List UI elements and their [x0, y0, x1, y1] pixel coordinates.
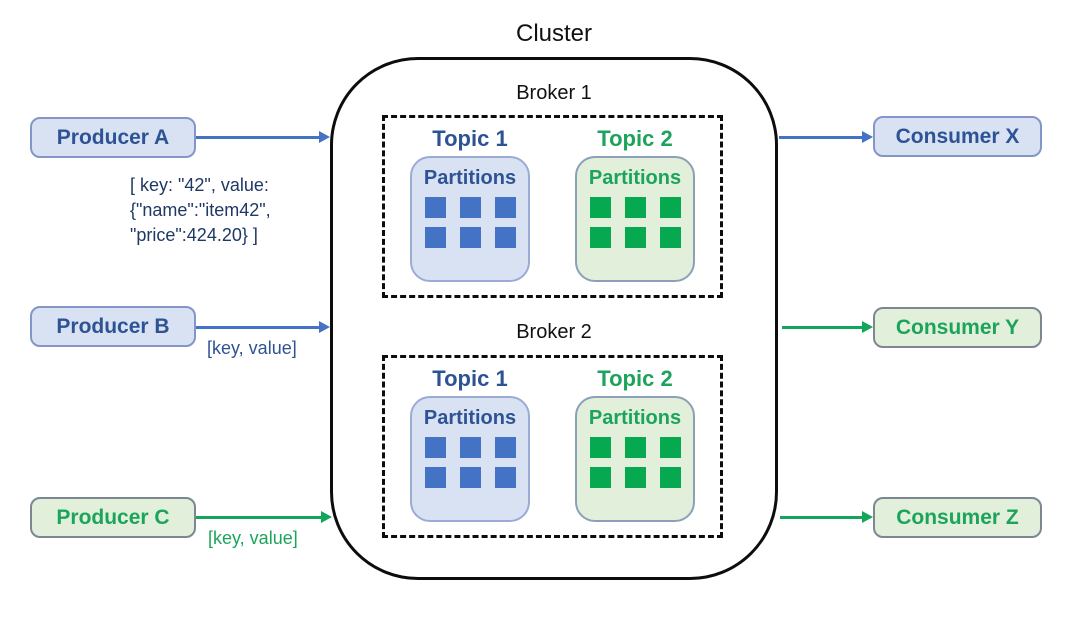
arrow-cluster-to-consumer-x [779, 131, 873, 143]
producer-b-node: Producer B [30, 306, 196, 347]
partition-square [494, 227, 516, 248]
producer-a-message-line-3: "price":424.20} ] [130, 225, 258, 245]
producer-c-node: Producer C [30, 497, 196, 538]
partition-grid [424, 437, 516, 488]
broker-1-topic-2: Topic 2 Partitions [575, 124, 695, 295]
partition-square [659, 197, 681, 218]
broker-2-topic-1: Topic 1 Partitions [410, 364, 530, 535]
consumer-z-node: Consumer Z [873, 497, 1042, 538]
partition-square [624, 467, 646, 488]
partition-square [494, 197, 516, 218]
partition-square [659, 227, 681, 248]
partition-square [589, 227, 611, 248]
partition-square [459, 197, 481, 218]
producer-b-message: [key, value] [207, 338, 297, 358]
partition-square [424, 227, 446, 248]
topic-2-label: Topic 2 [597, 366, 673, 391]
broker-2-topic-2: Topic 2 Partitions [575, 364, 695, 535]
topic-2-box: Partitions [575, 396, 695, 522]
partition-square [624, 227, 646, 248]
broker-2-box: Topic 1 Partitions Topic 2 Partitions [382, 355, 723, 538]
broker-1-box: Topic 1 Partitions Topic 2 Partitions [382, 115, 723, 298]
broker-1-topic-1: Topic 1 Partitions [410, 124, 530, 295]
partition-square [459, 467, 481, 488]
topic-1-label: Topic 1 [432, 126, 508, 151]
arrow-cluster-to-consumer-y [782, 321, 873, 333]
topic-1-box: Partitions [410, 156, 530, 282]
partition-square [589, 197, 611, 218]
partition-square [494, 467, 516, 488]
partition-square [589, 467, 611, 488]
broker-2-label: Broker 2 [516, 321, 592, 343]
arrow-cluster-to-consumer-z [780, 511, 873, 523]
partition-grid [589, 197, 681, 248]
consumer-x-node: Consumer X [873, 116, 1042, 157]
producer-a-message-line-1: [ key: "42", value: [130, 175, 269, 195]
partition-square [589, 437, 611, 458]
partition-square [459, 437, 481, 458]
partitions-label: Partitions [588, 407, 682, 429]
partitions-label: Partitions [423, 407, 517, 429]
partition-grid [424, 197, 516, 248]
partition-grid [589, 437, 681, 488]
partition-square [459, 227, 481, 248]
producer-a-message-line-2: {"name":"item42", [130, 200, 271, 220]
arrow-producer-b-to-cluster [196, 321, 330, 333]
arrow-producer-a-to-cluster [196, 131, 330, 143]
partition-square [424, 467, 446, 488]
partition-square [424, 437, 446, 458]
topic-1-box: Partitions [410, 396, 530, 522]
arrow-producer-c-to-cluster [196, 511, 332, 523]
cluster-title: Cluster [515, 20, 593, 47]
topic-2-label: Topic 2 [597, 126, 673, 151]
producer-c-message: [key, value] [208, 528, 298, 548]
partition-square [494, 437, 516, 458]
broker-1-label: Broker 1 [516, 82, 592, 104]
topic-1-label: Topic 1 [432, 366, 508, 391]
partition-square [659, 437, 681, 458]
producer-a-message: [ key: "42", value: {"name":"item42", "p… [130, 173, 271, 248]
partitions-label: Partitions [588, 167, 682, 189]
partition-square [424, 197, 446, 218]
cluster-boundary: Broker 1 Topic 1 Partitions Topic 2 Part… [330, 57, 778, 580]
partitions-label: Partitions [423, 167, 517, 189]
partition-square [659, 467, 681, 488]
consumer-y-node: Consumer Y [873, 307, 1042, 348]
partition-square [624, 197, 646, 218]
partition-square [624, 437, 646, 458]
producer-a-node: Producer A [30, 117, 196, 158]
topic-2-box: Partitions [575, 156, 695, 282]
